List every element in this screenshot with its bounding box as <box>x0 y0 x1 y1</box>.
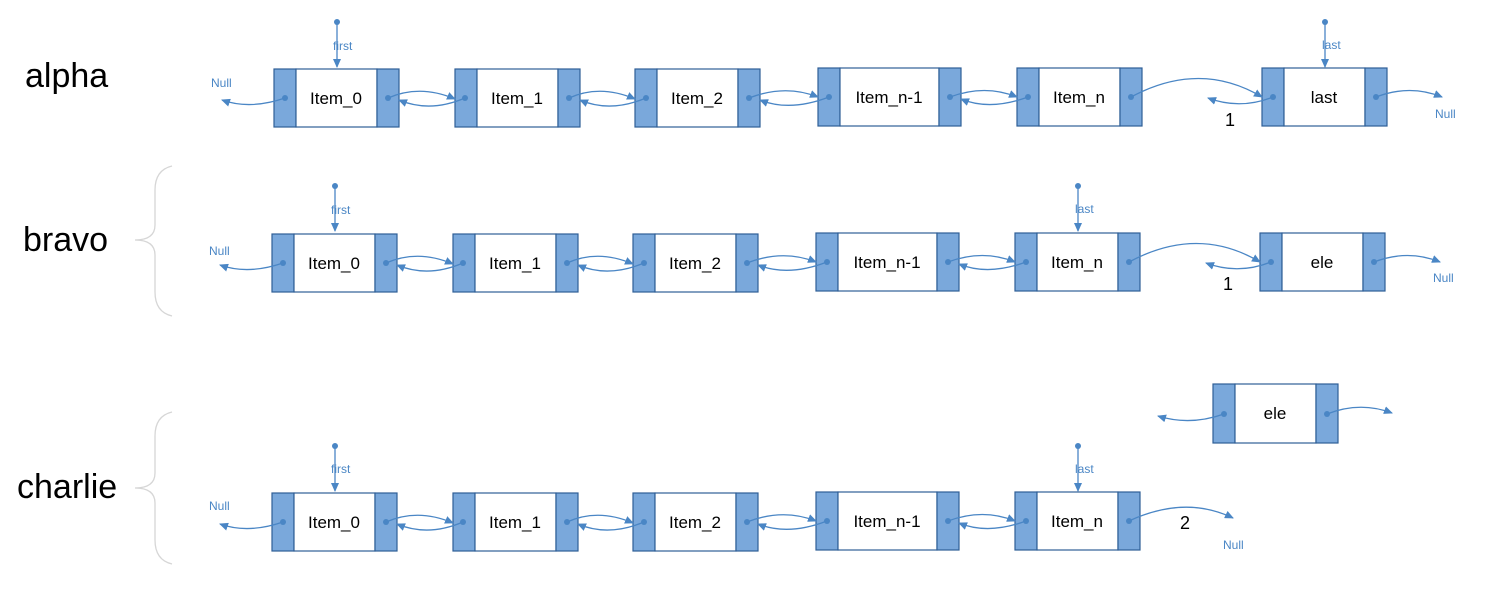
node-bravo-2: Item_2 <box>632 233 759 293</box>
links-charlie: Null 2 Null <box>209 499 1244 552</box>
node-label: Item_n-1 <box>853 253 920 272</box>
first-pointer-alpha: first <box>333 19 353 68</box>
links-bravo: Null 1 Null <box>209 242 1454 294</box>
null-right-label: Null <box>1223 538 1244 552</box>
brace-charlie <box>134 411 173 565</box>
first-label: first <box>331 203 351 217</box>
node-label: Item_1 <box>489 254 541 273</box>
node-charlie-1: Item_1 <box>452 492 579 552</box>
null-left-label: Null <box>209 499 230 513</box>
node-label: Item_n <box>1051 253 1103 272</box>
node-bravo-5: ele <box>1259 232 1386 292</box>
node-label: Item_n <box>1051 512 1103 531</box>
last-label: last <box>1075 202 1094 216</box>
node-bravo-1: Item_1 <box>452 233 579 293</box>
node-label: Item_1 <box>489 513 541 532</box>
links-alpha: Null 1 Null <box>211 76 1456 130</box>
last-label: last <box>1322 38 1341 52</box>
node-alpha-3: Item_n-1 <box>817 67 962 127</box>
node-label: Item_0 <box>308 513 360 532</box>
first-label: first <box>333 39 353 53</box>
node-label: Item_2 <box>671 89 723 108</box>
node-alpha-4: Item_n <box>1016 67 1143 127</box>
row-label-alpha: alpha <box>25 57 108 95</box>
node-label: Item_0 <box>310 89 362 108</box>
node-bravo-4: Item_n <box>1014 232 1141 292</box>
node-charlie-4: Item_n <box>1014 491 1141 551</box>
first-pointer-bravo: first <box>331 183 351 232</box>
null-left-label: Null <box>211 76 232 90</box>
node-alpha-0: Item_0 <box>273 68 400 128</box>
last-pointer-alpha: last <box>1321 19 1341 68</box>
node-label: Item_n <box>1053 88 1105 107</box>
row-label-charlie: charlie <box>17 468 117 506</box>
node-label: Item_0 <box>308 254 360 273</box>
node-bravo-3: Item_n-1 <box>815 232 960 292</box>
node-label: Item_2 <box>669 513 721 532</box>
null-right-label: Null <box>1433 271 1454 285</box>
step-number: 1 <box>1223 274 1233 294</box>
node-label: ele <box>1264 404 1287 423</box>
row-label-bravo: bravo <box>23 221 108 259</box>
node-label: ele <box>1311 253 1334 272</box>
null-right-label: Null <box>1435 107 1456 121</box>
brace-bravo <box>134 165 173 317</box>
detached-node-ele: ele <box>1157 383 1393 444</box>
last-pointer-charlie: last <box>1074 443 1094 492</box>
node-charlie-2: Item_2 <box>632 492 759 552</box>
last-pointer-bravo: last <box>1074 183 1094 232</box>
step-number: 2 <box>1180 513 1190 533</box>
step-number: 1 <box>1225 110 1235 130</box>
node-alpha-1: Item_1 <box>454 68 581 128</box>
node-label: Item_n-1 <box>855 88 922 107</box>
node-alpha-2: Item_2 <box>634 68 761 128</box>
null-left-label: Null <box>209 244 230 258</box>
node-bravo-0: Item_0 <box>271 233 398 293</box>
last-label: last <box>1075 462 1094 476</box>
first-label: first <box>331 462 351 476</box>
node-label: last <box>1311 88 1338 107</box>
node-charlie-0: Item_0 <box>271 492 398 552</box>
first-pointer-charlie: first <box>331 443 351 492</box>
node-charlie-3: Item_n-1 <box>815 491 960 551</box>
node-label: Item_2 <box>669 254 721 273</box>
node-label: Item_n-1 <box>853 512 920 531</box>
node-label: Item_1 <box>491 89 543 108</box>
node-alpha-5: last <box>1261 67 1388 127</box>
